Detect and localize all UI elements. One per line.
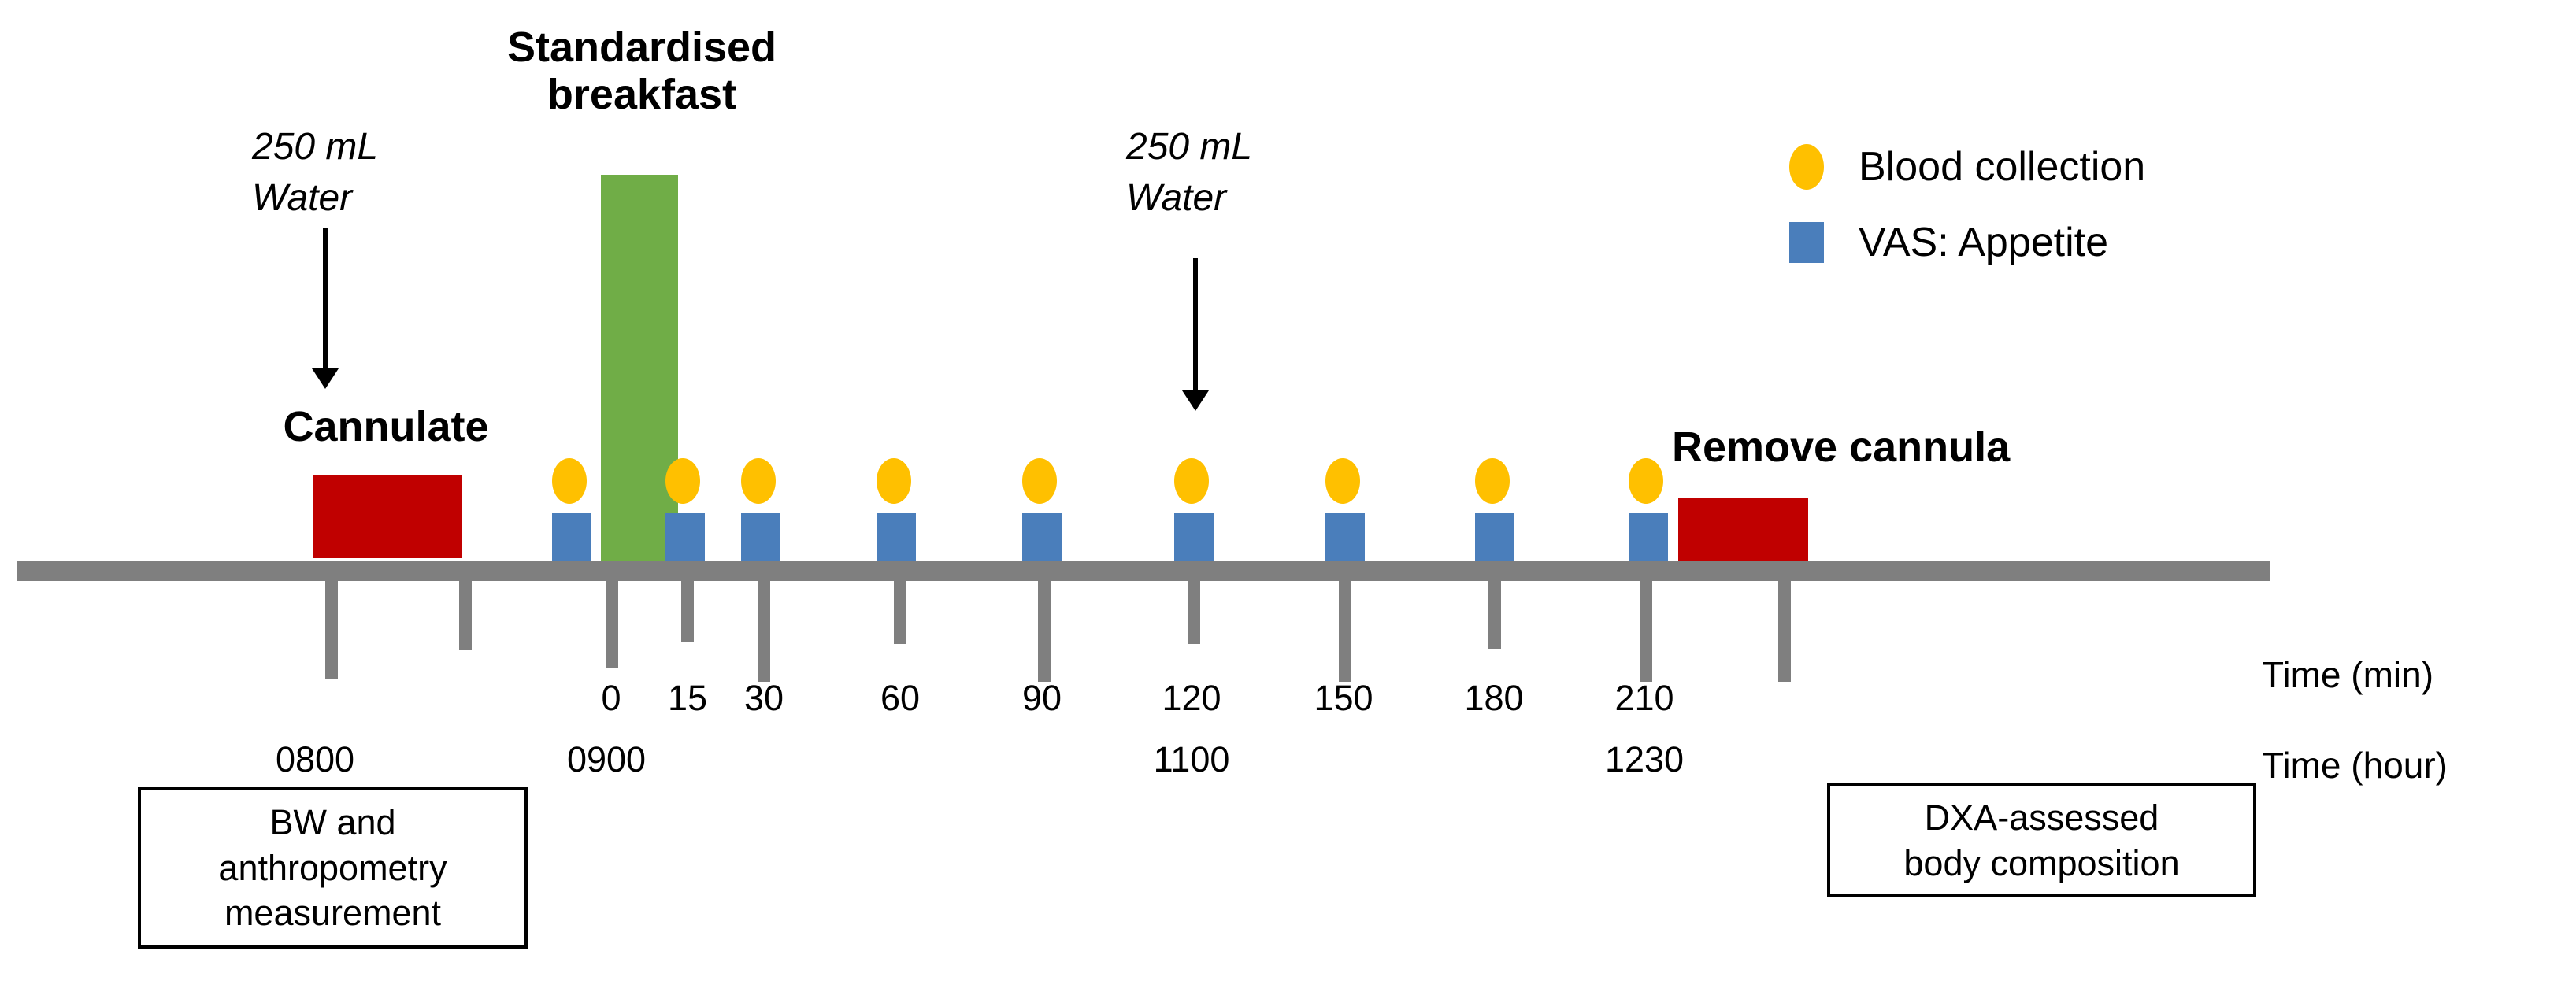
legend-label-vas-appetite: VAS: Appetite (1859, 220, 2109, 265)
callout-left-line1: BW and (269, 802, 396, 843)
breakfast-label: Standardised breakfast (449, 24, 835, 119)
axis-tick-120 (1188, 581, 1200, 644)
vas-appetite-marker (665, 513, 705, 562)
callout-bw-anthropometry: BW and anthropometry measurement (138, 787, 528, 949)
axis-tick-15 (681, 581, 694, 642)
axis-tick-180 (1488, 581, 1501, 649)
vas-appetite-marker (1022, 513, 1062, 562)
vas-appetite-marker (1325, 513, 1365, 562)
vas-appetite-marker (741, 513, 780, 562)
blood-collection-marker (1174, 458, 1209, 504)
hour-label-0800: 0800 (275, 739, 355, 779)
callout-right-line2: body composition (1903, 842, 2180, 883)
water-right-line2: Water (1126, 176, 1227, 219)
remove-cannula-block (1678, 498, 1808, 561)
timeline-axis (17, 561, 2270, 581)
cannulate-block (313, 475, 462, 558)
water-left-line2: Water (252, 176, 353, 219)
remove-cannula-label: Remove cannula (1672, 424, 2011, 471)
blood-collection-marker (1325, 458, 1360, 504)
axis-tick-90 (1038, 581, 1051, 682)
legend-item-vas-appetite: VAS: Appetite (1789, 219, 2145, 266)
blood-collection-marker (1629, 458, 1663, 504)
hour-label-1230: 1230 (1604, 739, 1685, 779)
axis-tick-0 (606, 581, 618, 668)
tick-label-150: 150 (1314, 678, 1373, 718)
cannulate-label: Cannulate (283, 403, 489, 450)
tick-label-180: 180 (1464, 678, 1524, 718)
breakfast-label-line2: breakfast (547, 71, 737, 119)
water-left-arrow-head (312, 368, 339, 389)
axis-tick-150 (1339, 581, 1351, 682)
tick-label-90: 90 (1021, 678, 1062, 718)
callout-right-line1: DXA-assessed (1924, 797, 2159, 838)
axis-tick-unlabelled-1 (459, 581, 472, 650)
blood-collection-marker (1475, 458, 1510, 504)
blood-collection-marker (1022, 458, 1057, 504)
water-right-arrow-head (1182, 390, 1209, 411)
tick-label-120: 120 (1162, 678, 1221, 718)
breakfast-block (601, 175, 678, 579)
water-annotation-left: 250 mL Water (252, 122, 520, 224)
hour-label-0900: 0900 (566, 739, 647, 779)
blood-collection-marker (552, 458, 587, 504)
water-left-arrow-shaft (323, 228, 328, 370)
hour-label-1100: 1100 (1153, 739, 1230, 779)
blood-collection-marker (741, 458, 776, 504)
blood-collection-marker (665, 458, 700, 504)
vas-appetite-marker (1174, 513, 1214, 562)
callout-left-line2: anthropometry (218, 847, 447, 888)
axis-tick-0800 (325, 581, 338, 679)
tick-label-210: 210 (1614, 678, 1674, 718)
callout-dxa-body-composition: DXA-assessed body composition (1827, 783, 2256, 897)
axis-label-time-hour: Time (hour) (2262, 745, 2448, 786)
tick-label-60: 60 (880, 678, 921, 718)
vas-appetite-marker (877, 513, 916, 562)
axis-label-time-min: Time (min) (2262, 654, 2434, 695)
blood-collection-dot-icon (1789, 144, 1824, 190)
tick-label-15: 15 (667, 678, 708, 718)
vas-appetite-square-icon (1789, 222, 1824, 263)
axis-tick-60 (894, 581, 906, 644)
legend-label-blood-collection: Blood collection (1859, 144, 2146, 190)
vas-appetite-marker (1629, 513, 1668, 562)
callout-left-line3: measurement (224, 893, 442, 934)
water-right-line1: 250 mL (1126, 126, 1253, 168)
axis-tick-30 (758, 581, 770, 682)
vas-appetite-marker (1475, 513, 1514, 562)
water-left-line1: 250 mL (252, 126, 379, 168)
tick-label-0: 0 (601, 678, 621, 718)
axis-tick-210 (1640, 581, 1652, 682)
water-right-arrow-shaft (1193, 258, 1198, 392)
tick-label-30: 30 (743, 678, 784, 718)
axis-tick-unlabelled-2 (1778, 581, 1791, 682)
vas-appetite-marker (552, 513, 591, 562)
breakfast-label-line1: Standardised (506, 24, 777, 71)
legend: Blood collection VAS: Appetite (1789, 143, 2145, 266)
legend-item-blood-collection: Blood collection (1789, 143, 2145, 191)
water-annotation-right: 250 mL Water (1126, 122, 1394, 224)
blood-collection-marker (877, 458, 911, 504)
